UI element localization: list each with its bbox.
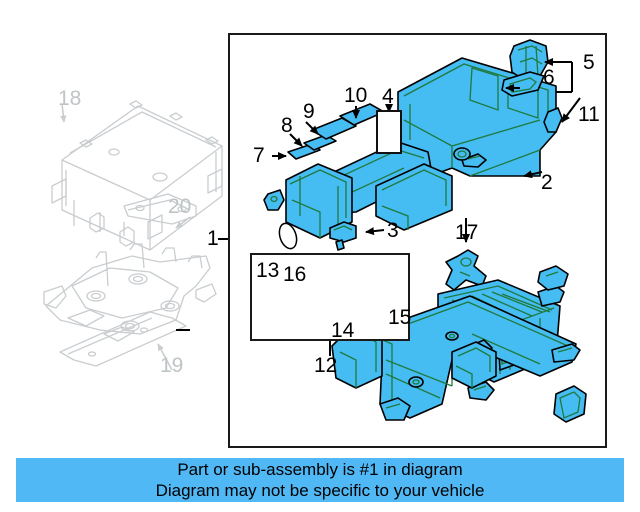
- callout-12[interactable]: 12: [314, 354, 338, 377]
- callout-1[interactable]: 1: [207, 227, 219, 250]
- part4-box: [376, 110, 402, 154]
- callout-4[interactable]: 4: [382, 85, 394, 108]
- callout-2[interactable]: 2: [541, 171, 553, 194]
- callout-16[interactable]: 16: [283, 263, 307, 286]
- callout-13[interactable]: 13: [256, 259, 280, 282]
- callout-7[interactable]: 7: [253, 144, 265, 167]
- callout-9[interactable]: 9: [303, 100, 315, 123]
- callout-18[interactable]: 18: [58, 87, 82, 110]
- callout-3[interactable]: 3: [387, 219, 399, 242]
- callout-19[interactable]: 19: [160, 354, 184, 377]
- inverter-unit-ghost: [51, 100, 223, 251]
- subframe-ghost: [43, 243, 217, 371]
- callout-20[interactable]: 20: [168, 195, 192, 218]
- disclaimer-line-1: Part or sub-assembly is #1 in diagram: [177, 460, 463, 479]
- disclaimer-line-2: Diagram may not be specific to your vehi…: [155, 481, 485, 500]
- callout-14[interactable]: 14: [331, 319, 355, 342]
- callout-11[interactable]: 11: [578, 103, 600, 126]
- sub-assembly-frame: [250, 253, 410, 341]
- callout-10[interactable]: 10: [344, 84, 368, 107]
- callout-17[interactable]: 17: [455, 221, 479, 244]
- callout-6[interactable]: 6: [543, 66, 555, 89]
- disclaimer-banner: Part or sub-assembly is #1 in diagram Di…: [16, 458, 624, 502]
- main-assembly-frame: [228, 33, 607, 448]
- callout-5[interactable]: 5: [583, 51, 595, 74]
- callout-15[interactable]: 15: [388, 306, 412, 329]
- callout-8[interactable]: 8: [281, 114, 293, 137]
